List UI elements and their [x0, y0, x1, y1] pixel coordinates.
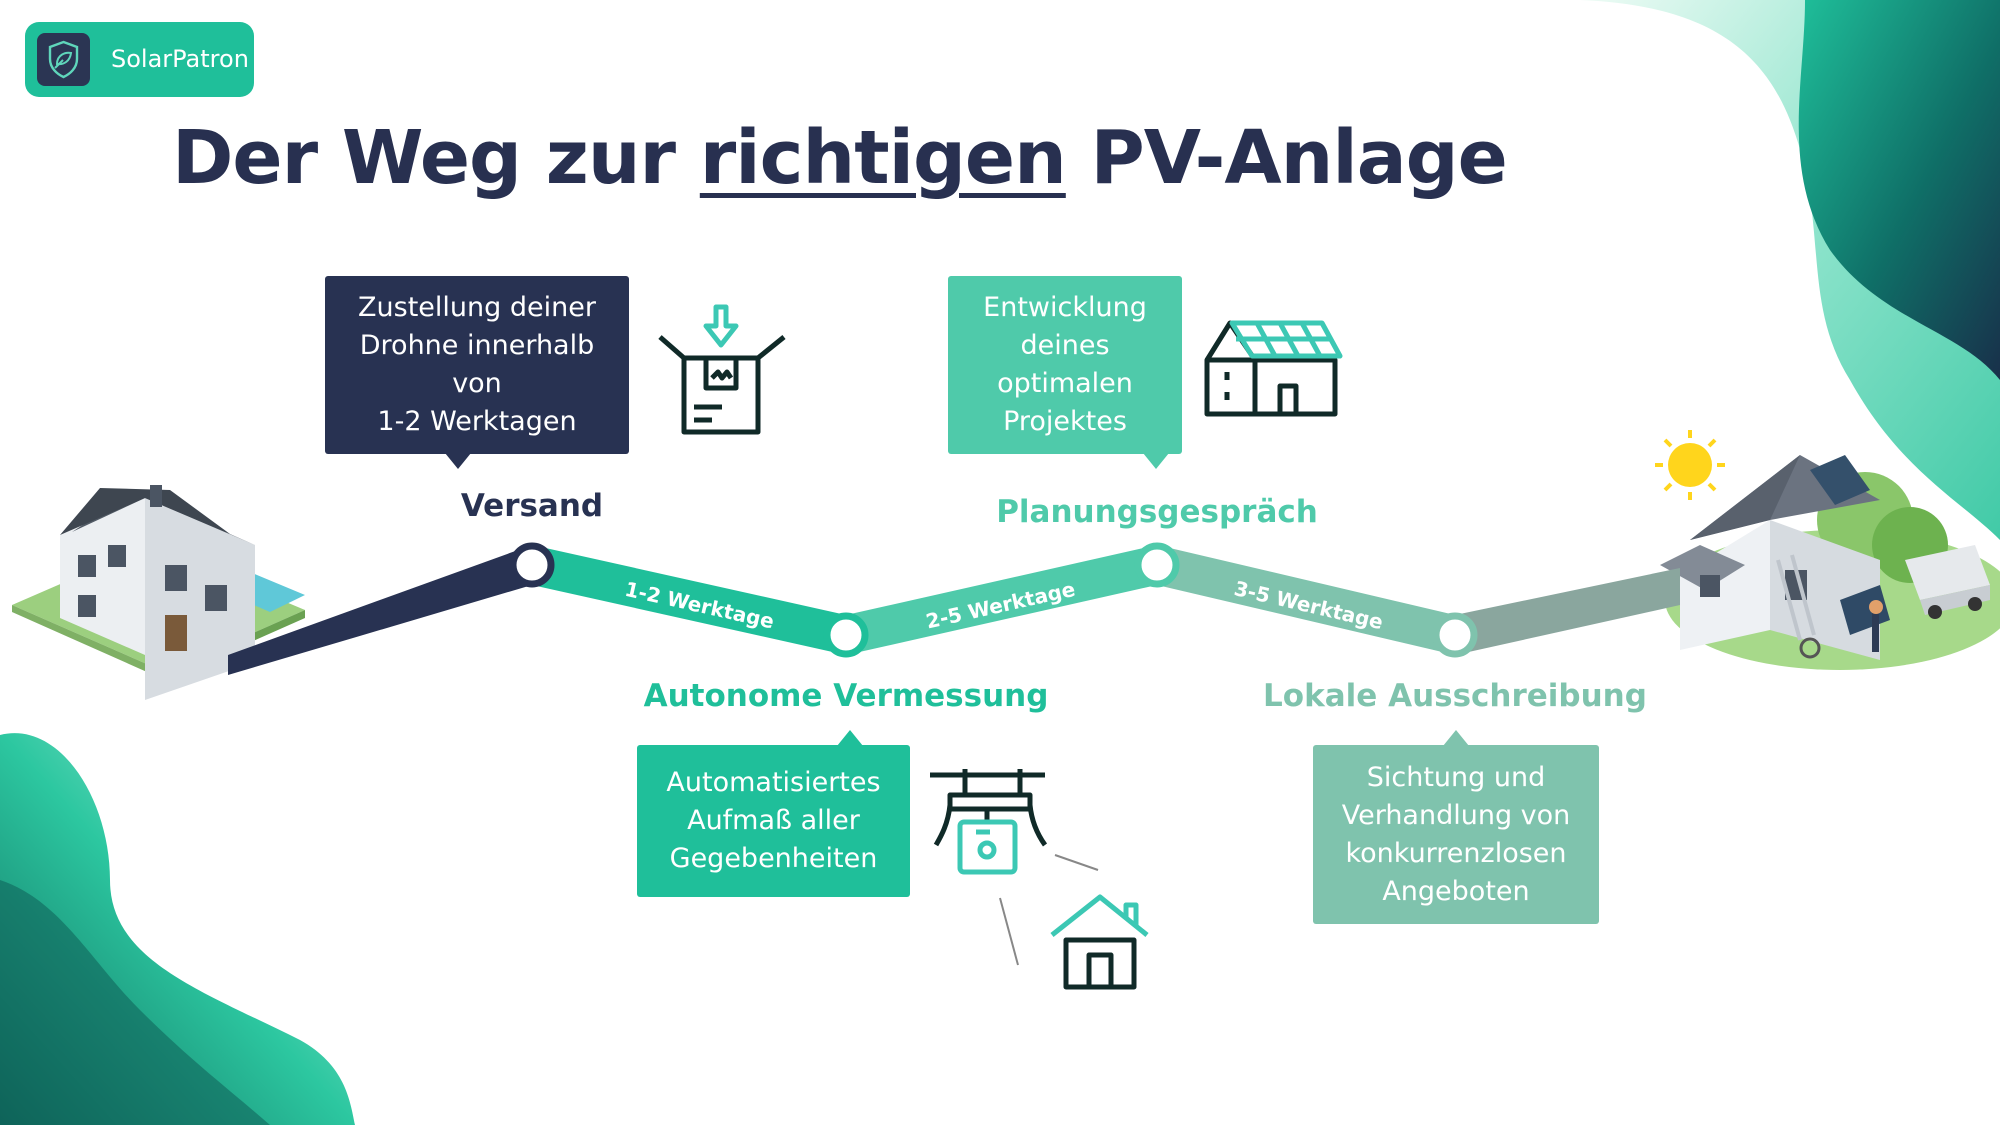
scan-line-1	[1054, 854, 1099, 871]
desc-line: Zustellung deiner	[358, 292, 596, 323]
package-box-icon	[658, 304, 786, 435]
bottom-left-dark-blob	[0, 880, 270, 1125]
scan-line-2	[999, 897, 1019, 966]
title-part-after: PV-Anlage	[1065, 115, 1508, 201]
step-description-planung: Entwicklung deines optimalen Projektes	[948, 276, 1182, 469]
step-description-vermessung: Automatisiertes Aufmaß aller Gegebenheit…	[637, 730, 910, 897]
desc-line: von	[452, 368, 502, 399]
solar-house-icon	[1204, 320, 1343, 417]
path-segment-3	[1157, 545, 1455, 655]
desc-line: Verhandlung von	[1341, 799, 1571, 831]
milestones	[509, 542, 1478, 658]
milestone-planung	[1134, 542, 1180, 588]
milestone-vermessung	[823, 612, 869, 658]
desc-line: Entwicklung	[983, 292, 1147, 323]
shield-leaf-icon	[37, 33, 90, 86]
page-title: Der Weg zur richtigen PV-Anlage	[172, 115, 1508, 201]
path-start-segment	[228, 545, 532, 675]
milestone-versand	[509, 542, 555, 588]
drone-camera-icon	[930, 769, 1048, 875]
milestone-ausschreibung	[1432, 612, 1478, 658]
desc-line: konkurrenzlosen	[1345, 837, 1567, 869]
step-label-versand: Versand	[460, 488, 604, 524]
process-path	[228, 545, 1680, 675]
path-end-segment	[1455, 568, 1680, 655]
start-house-illustration	[12, 485, 305, 700]
desc-line: Projektes	[1003, 406, 1127, 437]
desc-line: deines	[1020, 330, 1110, 361]
brand-logo: SolarPatron	[25, 22, 254, 97]
desc-line: optimalen	[997, 368, 1133, 399]
step-label-planung: Planungsgespräch	[996, 494, 1318, 530]
step-label-vermessung: Autonome Vermessung	[643, 678, 1049, 714]
step-label-ausschreibung: Lokale Ausschreibung	[1263, 678, 1647, 714]
desc-line: Gegebenheiten	[669, 843, 878, 874]
desc-line: Sichtung und	[1366, 761, 1546, 793]
end-house-illustration	[1655, 430, 2000, 670]
title-highlight: richtigen	[699, 115, 1067, 201]
step-description-ausschreibung: Sichtung und Verhandlung von konkurrenzl…	[1313, 730, 1599, 924]
brand-name: SolarPatron	[111, 45, 249, 73]
desc-line: Drohne innerhalb	[359, 330, 595, 361]
title-part-before: Der Weg zur	[172, 115, 700, 201]
desc-line: Aufmaß aller	[687, 805, 860, 836]
path-segment-1	[532, 545, 846, 655]
desc-line: Automatisiertes	[666, 767, 881, 798]
top-right-dark-blob	[1798, 0, 2000, 380]
step-description-versand: Zustellung deiner Drohne innerhalb von 1…	[325, 276, 629, 469]
path-segment-2	[846, 545, 1157, 655]
house-icon	[1050, 894, 1149, 990]
desc-line: 1-2 Werktagen	[377, 406, 577, 437]
desc-line: Angeboten	[1382, 875, 1530, 907]
